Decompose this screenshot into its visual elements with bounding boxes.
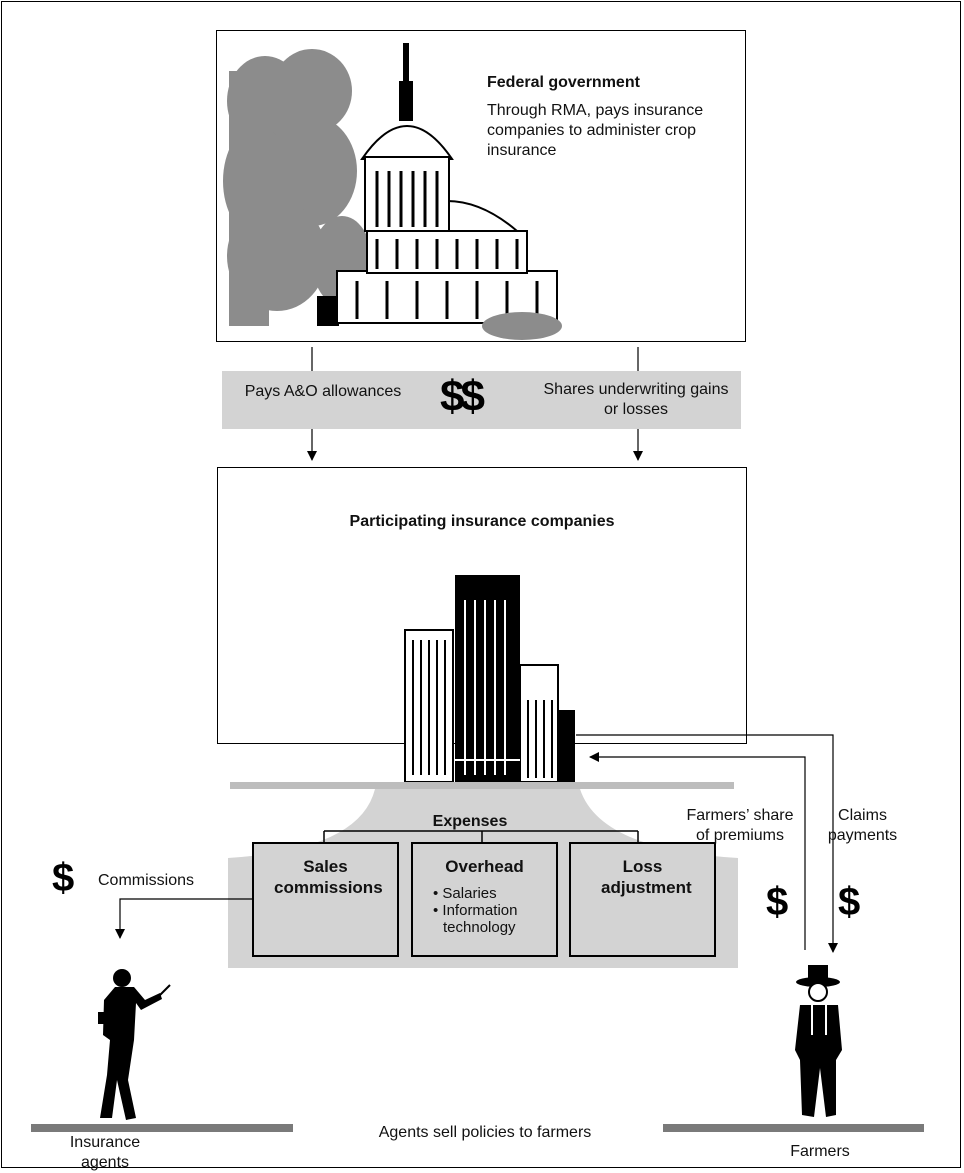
premiums-arrow xyxy=(589,752,806,950)
insurance-agent-icon xyxy=(98,969,171,1120)
claims-payments-label: Claims payments xyxy=(827,807,898,844)
farmers-share-label: Farmers’ share of premiums xyxy=(686,807,794,844)
overhead-bullet-it: • Information technology xyxy=(433,902,518,936)
agents-ground-line xyxy=(31,1124,293,1132)
companies-title: Participating insurance companies xyxy=(349,513,615,530)
farmers-label: Farmers xyxy=(790,1143,850,1160)
loss-adjustment-title: Loss adjustment xyxy=(601,857,692,897)
double-dollar-icon: $$ xyxy=(440,372,485,421)
federal-title: Federal government xyxy=(487,74,640,91)
tree-icon xyxy=(223,49,372,326)
capitol-illustration xyxy=(223,43,562,340)
overhead-box: Overhead • Salaries • Information techno… xyxy=(411,842,558,957)
expenses-label: Expenses xyxy=(432,813,508,830)
building-base-bar xyxy=(230,782,734,789)
capitol-columns xyxy=(355,171,539,319)
commissions-label: Commissions xyxy=(98,872,195,889)
loss-adjustment-box: Loss adjustment xyxy=(569,842,716,957)
farmer-icon xyxy=(795,965,842,1117)
farmers-ground-line xyxy=(663,1124,924,1132)
insurance-agents-label: Insurance agents xyxy=(69,1134,141,1171)
overhead-bullet-salaries: • Salaries xyxy=(433,885,497,902)
agents-sell-label: Agents sell policies to farmers xyxy=(378,1124,592,1141)
claims-arrow xyxy=(576,734,838,953)
commissions-dollar-icon: $ xyxy=(52,856,75,900)
federal-description: Through RMA, pays insurance companies to… xyxy=(487,102,704,159)
sales-commissions-box: Sales commissions xyxy=(252,842,399,957)
shares-underwriting-label: Shares underwriting gains or losses xyxy=(543,381,729,418)
office-building-icon xyxy=(404,575,575,783)
claims-dollar-icon: $ xyxy=(838,880,861,924)
pays-ao-allowances-label: Pays A&O allowances xyxy=(244,383,402,400)
overhead-title: Overhead xyxy=(445,857,524,876)
sales-commissions-title: Sales commissions xyxy=(274,857,383,897)
payment-band xyxy=(222,371,741,429)
premiums-dollar-icon: $ xyxy=(766,880,789,924)
tree-trunk xyxy=(317,296,339,326)
shrub-icon xyxy=(482,312,562,340)
federal-government-box: Federal government Through RMA, pays ins… xyxy=(216,30,746,342)
commissions-arrow xyxy=(115,898,252,939)
